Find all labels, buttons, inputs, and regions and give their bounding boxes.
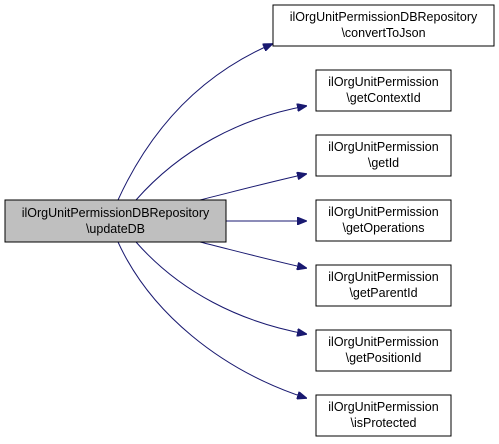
edge-to-convert-to-json <box>117 44 272 201</box>
callee-node-get-position-id[interactable]: ilOrgUnitPermission \getPositionId <box>315 329 452 372</box>
callee-label-line1: ilOrgUnitPermission <box>328 400 438 414</box>
callee-label-line2: \getContextId <box>346 91 420 105</box>
callee-node-get-id[interactable]: ilOrgUnitPermission \getId <box>315 134 452 177</box>
callee-label-line1: ilOrgUnitPermission <box>328 270 438 284</box>
callee-label-line1: ilOrgUnitPermission <box>328 140 438 154</box>
callee-label-line2: \isProtected <box>350 416 416 430</box>
callee-node-is-protected[interactable]: ilOrgUnitPermission \isProtected <box>315 394 452 437</box>
root-node-label-line1: ilOrgUnitPermissionDBRepository <box>22 206 210 220</box>
edge-to-get-id <box>199 174 306 201</box>
callee-label-line1: ilOrgUnitPermission <box>328 75 438 89</box>
callee-node-get-operations[interactable]: ilOrgUnitPermission \getOperations <box>315 199 452 242</box>
root-node-label-line2: \updateDB <box>86 222 145 236</box>
root-node[interactable]: ilOrgUnitPermissionDBRepository \updateD… <box>4 199 227 243</box>
edge-to-get-context-id <box>135 106 306 201</box>
callee-label-line1: ilOrgUnitPermission <box>328 205 438 219</box>
callee-label-line1: ilOrgUnitPermission <box>328 335 438 349</box>
callee-label-line2: \convertToJson <box>341 26 425 40</box>
edge-to-get-position-id <box>135 241 306 334</box>
callee-node-convert-to-json[interactable]: ilOrgUnitPermissionDBRepository \convert… <box>272 4 495 47</box>
callee-node-get-context-id[interactable]: ilOrgUnitPermission \getContextId <box>315 69 452 112</box>
callee-label-line2: \getId <box>368 156 399 170</box>
callee-label-line2: \getOperations <box>343 221 425 235</box>
callee-node-get-parent-id[interactable]: ilOrgUnitPermission \getParentId <box>315 264 452 307</box>
edge-to-is-protected <box>117 241 306 398</box>
callee-label-line2: \getPositionId <box>346 351 422 365</box>
callee-label-line1: ilOrgUnitPermissionDBRepository <box>290 10 478 24</box>
edge-to-get-parent-id <box>199 241 306 268</box>
edges <box>117 44 306 398</box>
callee-label-line2: \getParentId <box>349 286 417 300</box>
